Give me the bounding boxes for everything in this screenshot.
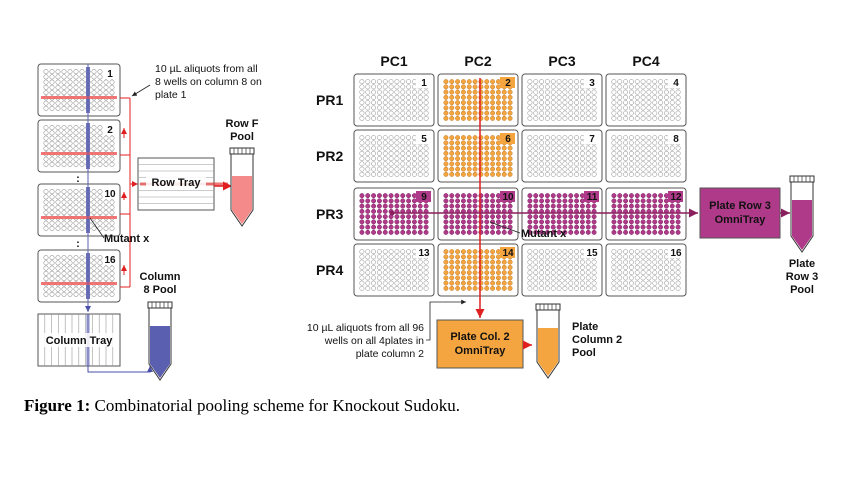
left-plate-2: 2 xyxy=(37,119,121,173)
left-plate-16: 16 xyxy=(37,249,121,303)
left-plate-number: 16 xyxy=(104,255,116,266)
column-header-pc3: PC3 xyxy=(548,53,575,69)
row-header-pr2: PR2 xyxy=(316,148,343,164)
row-header-pr3: PR3 xyxy=(316,206,343,222)
col-omnitray-label-1: Plate Col. 2 xyxy=(450,331,509,343)
left-aliquot-note-2: 8 wells on column 8 on xyxy=(155,76,262,88)
row-pool-label-1: Row F xyxy=(226,118,259,130)
right-aliquot-note-3: plate column 2 xyxy=(356,348,424,360)
plate-number: 16 xyxy=(670,248,682,259)
row-pool-label-r3: Pool xyxy=(790,284,814,296)
column-header-pc2: PC2 xyxy=(464,53,491,69)
column-tray: Column Tray xyxy=(37,313,121,367)
left-aliquot-note-3: plate 1 xyxy=(155,89,187,101)
plate-number: 15 xyxy=(586,248,598,259)
column-pool-label-1: Column xyxy=(140,271,181,283)
plate-7: 7 xyxy=(521,129,603,183)
column-tray-label: Column Tray xyxy=(46,335,114,347)
plate-10: 10 xyxy=(437,187,519,241)
column-header-pc1: PC1 xyxy=(380,53,407,69)
row-f-pool-tube xyxy=(229,147,255,227)
plate-14: 14 xyxy=(437,243,519,297)
figure-caption: Figure 1: Combinatorial pooling scheme f… xyxy=(24,396,460,416)
left-plate-number: 2 xyxy=(107,125,113,136)
left-plate-10: 10 xyxy=(37,183,121,237)
plate-number: 2 xyxy=(505,78,511,89)
row-tray: Row Tray xyxy=(137,157,228,211)
plate-11: 11 xyxy=(521,187,603,241)
plate-number: 1 xyxy=(421,78,427,89)
row-tray-label: Row Tray xyxy=(152,177,202,189)
row-header-pr4: PR4 xyxy=(316,262,343,278)
plate-13: 13 xyxy=(353,243,435,297)
plate-ellipsis: : xyxy=(76,238,80,250)
col-omnitray-label-2: OmniTray xyxy=(455,345,507,357)
plate-ellipsis: : xyxy=(76,173,80,185)
row-pool-label-2: Pool xyxy=(230,131,254,143)
plate-number: 4 xyxy=(673,78,679,89)
plate-number: 11 xyxy=(587,192,598,203)
plate-5: 5 xyxy=(353,129,435,183)
caption-text: Combinatorial pooling scheme for Knockou… xyxy=(90,396,460,415)
plate-row-3-omnitray: Plate Row 3 OmniTray xyxy=(699,187,781,239)
row-omnitray-label-2: OmniTray xyxy=(715,214,767,226)
left-aliquot-note-1: 10 µL aliquots from all xyxy=(155,63,258,75)
plate-number: 10 xyxy=(502,192,514,203)
right-mutant-label: Mutant x xyxy=(521,228,567,240)
left-plate-1: 1 xyxy=(37,63,121,117)
left-plate-number: 10 xyxy=(104,189,116,200)
right-aliquot-note-1: 10 µL aliquots from all 96 xyxy=(307,322,424,334)
row-flow-lines xyxy=(120,84,151,288)
plate-6: 6 xyxy=(437,129,519,183)
plate-12: 12 xyxy=(605,187,687,241)
plate-number: 3 xyxy=(589,78,595,89)
plate-col-2-omnitray: Plate Col. 2 OmniTray xyxy=(436,319,524,369)
plate-number: 12 xyxy=(670,192,682,203)
row-omnitray-label-1: Plate Row 3 xyxy=(709,200,771,212)
plate-column-2-pool-tube xyxy=(535,303,561,379)
plate-16: 16 xyxy=(605,243,687,297)
col-pool-label-r2: Column 2 xyxy=(572,334,622,346)
col-pool-label-r3: Pool xyxy=(572,347,596,359)
right-aliquot-note-2: wells on all 4plates in xyxy=(324,335,424,347)
column-8-pool-tube xyxy=(147,301,173,381)
column-header-pc4: PC4 xyxy=(632,53,659,69)
plate-2: 2 xyxy=(437,73,519,127)
plate-4: 4 xyxy=(605,73,687,127)
plate-column-headers: PC1 PC2 PC3 PC4 xyxy=(380,53,659,69)
plate-number: 6 xyxy=(505,134,511,145)
row-pool-label-r1: Plate xyxy=(789,258,815,270)
row-header-pr1: PR1 xyxy=(316,92,343,108)
plate-3: 3 xyxy=(521,73,603,127)
plate-number: 14 xyxy=(502,248,514,259)
left-mutant-label: Mutant x xyxy=(104,233,150,245)
plate-8: 8 xyxy=(605,129,687,183)
plate-number: 9 xyxy=(421,192,427,203)
left-plate-number: 1 xyxy=(107,69,113,80)
row-pool-label-r2: Row 3 xyxy=(786,271,818,283)
plate-number: 7 xyxy=(589,134,595,145)
plate-row-3-pool-tube xyxy=(789,175,815,253)
plate-15: 15 xyxy=(521,243,603,297)
plate-number: 5 xyxy=(421,134,427,145)
plate-1: 1 xyxy=(353,73,435,127)
plate-number: 8 xyxy=(673,134,679,145)
col-pool-label-r1: Plate xyxy=(572,321,598,333)
column-pool-label-2: 8 Pool xyxy=(143,284,176,296)
plate-number: 13 xyxy=(418,248,430,259)
caption-label: Figure 1: xyxy=(24,396,91,415)
